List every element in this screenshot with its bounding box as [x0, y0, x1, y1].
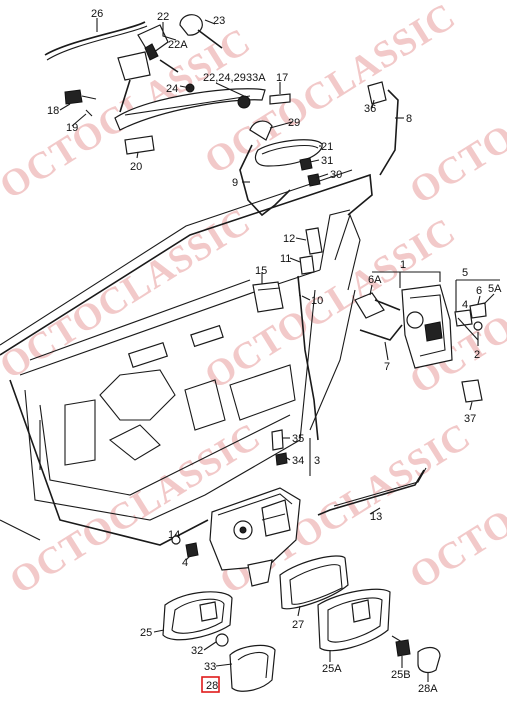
label-13: 13 — [370, 511, 382, 523]
lock-carrier-29 — [249, 120, 273, 141]
label-6: 6 — [476, 285, 482, 297]
trim-27 — [279, 555, 349, 610]
clip-36 — [367, 81, 387, 105]
label-28a: 28A — [418, 683, 438, 695]
key-head — [179, 14, 203, 36]
label-21: 21 — [321, 141, 333, 153]
washer-2 — [473, 321, 483, 331]
label-32: 32 — [191, 645, 203, 657]
rod-9 — [239, 144, 291, 217]
label-25a: 25A — [322, 663, 342, 675]
screw-14 — [185, 542, 199, 558]
label-34: 34 — [292, 455, 304, 467]
bolt-17 — [269, 93, 291, 105]
label-1: 1 — [400, 259, 406, 271]
mid-parts — [252, 227, 323, 466]
leader-lines — [59, 18, 500, 682]
label-22-24-29: 22,24,29 — [203, 72, 246, 84]
handle-25 — [162, 591, 233, 641]
pin-35 — [271, 429, 284, 451]
handle-bolt — [237, 95, 251, 109]
knob-12 — [305, 227, 323, 255]
lock-mechanism — [354, 284, 487, 403]
screw-25b — [395, 639, 411, 657]
label-22: 22 — [157, 11, 169, 23]
screw-18 — [64, 89, 83, 105]
label-2: 2 — [474, 349, 480, 361]
guide-11 — [299, 255, 315, 275]
label-14: 14 — [168, 529, 180, 541]
seal-strip — [44, 21, 146, 56]
label-23: 23 — [213, 15, 225, 27]
gasket-20 — [124, 135, 155, 155]
label-5a: 5A — [488, 283, 502, 295]
label-28: 28 — [206, 680, 218, 692]
label-19: 19 — [66, 122, 78, 134]
label-27: 27 — [292, 619, 304, 631]
cap-28a — [417, 646, 441, 674]
rods — [239, 144, 427, 516]
door-panel — [0, 169, 373, 546]
cover-28 — [229, 644, 276, 692]
highlight-28 — [201, 676, 220, 693]
part-labels: 26 22 23 22A 24 22,24,29 33A 17 18 19 20… — [47, 8, 502, 695]
label-33a: 33A — [246, 72, 266, 84]
label-12: 12 — [283, 233, 295, 245]
label-24: 24 — [166, 83, 178, 95]
label-22a: 22A — [168, 39, 188, 51]
label-11: 11 — [280, 253, 291, 265]
label-15: 15 — [255, 265, 267, 277]
clip-34 — [275, 452, 288, 466]
label-36: 36 — [364, 103, 376, 115]
label-4: 4 — [462, 299, 468, 311]
label-37: 37 — [464, 413, 476, 425]
label-20: 20 — [130, 161, 142, 173]
label-25: 25 — [140, 627, 152, 639]
rod-10 — [299, 294, 319, 441]
lever-6a — [354, 292, 385, 319]
label-17: 17 — [276, 72, 288, 84]
label-10: 10 — [311, 295, 323, 307]
label-4b: 4 — [182, 557, 188, 569]
label-3: 3 — [314, 455, 320, 467]
label-29: 29 — [288, 117, 300, 129]
label-33: 33 — [204, 661, 216, 673]
label-35: 35 — [292, 433, 304, 445]
bolt-6 — [454, 309, 473, 327]
exterior-handle-group — [44, 14, 399, 187]
block-15 — [252, 281, 284, 313]
key-blade — [117, 51, 151, 81]
buffer-37 — [461, 379, 483, 403]
label-26: 26 — [91, 8, 103, 20]
washer-5a — [469, 302, 487, 319]
screw-30 — [307, 173, 321, 187]
label-25b: 25B — [391, 669, 411, 681]
label-6a: 6A — [368, 274, 382, 286]
interior-handle-group — [162, 487, 441, 692]
label-7: 7 — [384, 361, 390, 373]
label-30: 30 — [330, 169, 342, 181]
label-31: 31 — [321, 155, 333, 167]
rod-13 — [317, 469, 425, 516]
label-9: 9 — [232, 177, 238, 189]
label-18: 18 — [47, 105, 59, 117]
washer-32 — [215, 633, 229, 647]
label-8: 8 — [406, 113, 412, 125]
bracket — [247, 559, 273, 587]
label-5: 5 — [462, 267, 468, 279]
